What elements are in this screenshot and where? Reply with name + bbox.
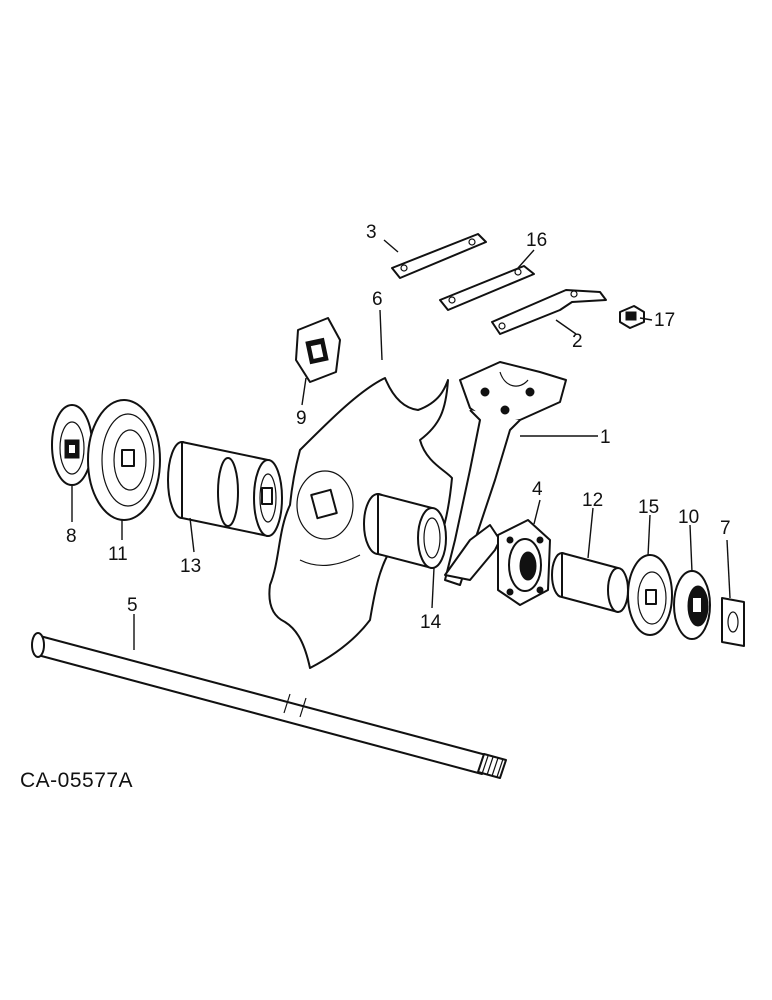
callout-labels: 1 2 3 4 5 6 7 8 9 10 11 12 13 14 15 16 1… [66,222,731,633]
callout-7: 7 [720,518,731,539]
callout-15: 15 [638,497,659,518]
callout-16: 16 [526,230,547,251]
part-collar [673,570,711,640]
part-square-plate [721,597,745,647]
callout-17: 17 [654,310,675,331]
part-formed-strap [491,289,607,335]
figure-code: CA-05577A [20,769,133,792]
part-large-cup-washer [87,399,161,521]
callout-14: 14 [420,612,442,633]
part-spool-spacer [167,441,283,537]
part-scalloped-disc [268,377,453,669]
part-cup-washer [627,554,673,636]
part-hanger-bracket [444,361,567,586]
callout-9: 9 [296,408,307,429]
callout-13: 13 [180,556,201,577]
callout-5: 5 [127,595,138,616]
callout-10: 10 [678,507,699,528]
part-small-washer [51,404,93,486]
part-small-clip [619,305,645,329]
callout-3: 3 [366,222,377,243]
part-flange-bearing [497,519,551,606]
leader-lines [71,239,731,650]
callout-12: 12 [582,490,603,511]
callout-6: 6 [372,289,383,310]
part-bearing-insert [295,317,341,383]
callout-1: 1 [600,427,611,448]
part-tube-spacer [363,493,447,569]
callout-11: 11 [108,544,128,565]
part-axle-shaft [31,632,507,779]
part-flat-strap-2 [439,265,535,311]
callout-8: 8 [66,526,77,547]
part-flat-strap [391,233,487,279]
callout-2: 2 [572,331,583,352]
part-cylinder-sleeve [551,552,629,613]
threaded-end [477,753,507,779]
callout-4: 4 [532,479,543,500]
